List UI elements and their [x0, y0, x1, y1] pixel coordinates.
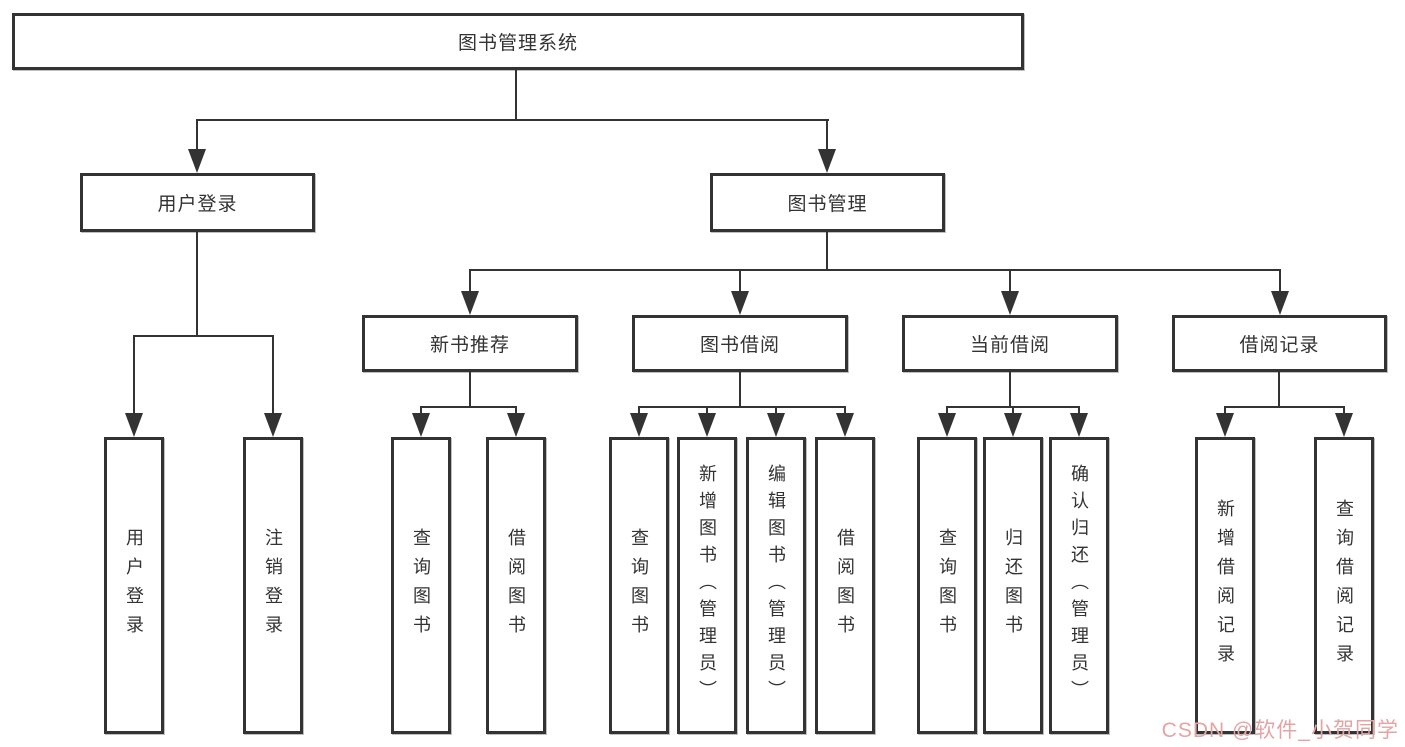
connector-root-rail	[196, 119, 829, 121]
arrow-to-leaf-confirm-return-admin	[1070, 407, 1088, 437]
arrow-to-leaf-query-books-current	[938, 407, 956, 437]
arrow-to-new-book-recommendation	[461, 270, 479, 315]
arrow-to-leaf-query-borrow-record	[1335, 407, 1353, 437]
connector-user-login-stem	[196, 232, 198, 337]
node-new-book-recommendation-label: 新书推荐	[429, 335, 510, 356]
connector-current-borrowing-stem	[1009, 372, 1011, 408]
node-book-borrowing-label: 图书借阅	[699, 335, 780, 356]
node-new-book-recommendation: 新书推荐	[362, 315, 578, 372]
leaf-borrow-books-borrowing: 借阅图书	[815, 437, 875, 734]
leaf-edit-book-admin: 编辑图书（管理员）	[746, 437, 806, 734]
leaf-return-book-label: 归还图书	[1003, 527, 1023, 644]
connector-root-stem	[515, 70, 517, 121]
connector-book-management-stem	[826, 232, 828, 271]
leaf-borrow-books-recommend: 借阅图书	[486, 437, 546, 734]
leaf-borrow-books-recommend-label: 借阅图书	[506, 527, 526, 644]
leaf-query-borrow-record-label: 查询借阅记录	[1334, 498, 1354, 673]
leaf-query-books-current-label: 查询图书	[937, 527, 957, 644]
arrow-to-leaf-edit-book-admin	[767, 407, 785, 437]
node-current-borrowing-label: 当前借阅	[969, 335, 1050, 356]
leaf-query-books-recommend: 查询图书	[391, 437, 451, 734]
leaf-borrow-books-borrowing-label: 借阅图书	[835, 527, 855, 644]
arrow-to-user-login	[188, 120, 206, 173]
node-book-management: 图书管理	[710, 173, 945, 232]
leaf-confirm-return-admin-label: 确认归还（管理员）	[1069, 464, 1089, 707]
arrow-to-leaf-add-book-admin	[698, 407, 716, 437]
connector-book-borrowing-stem	[739, 372, 741, 408]
leaf-user-login: 用户登录	[104, 437, 164, 734]
node-borrowing-records-label: 借阅记录	[1239, 335, 1320, 356]
leaf-add-book-admin-label: 新增图书（管理员）	[697, 464, 717, 707]
arrow-to-book-management	[818, 120, 836, 173]
node-current-borrowing: 当前借阅	[902, 315, 1118, 372]
leaf-logout-label: 注销登录	[263, 527, 283, 644]
node-user-login: 用户登录	[80, 173, 315, 232]
connector-borrowing-records-rail	[1224, 406, 1345, 408]
connector-user-login-rail	[133, 335, 274, 337]
node-library-management-system: 图书管理系统	[12, 13, 1024, 70]
arrow-to-leaf-add-borrow-record	[1216, 407, 1234, 437]
connector-book-management-rail	[469, 269, 1281, 271]
connector-new-book-stem	[469, 372, 471, 408]
leaf-logout: 注销登录	[243, 437, 303, 734]
leaf-add-borrow-record-label: 新增借阅记录	[1215, 498, 1235, 673]
arrow-to-leaf-borrow-books-recommend	[507, 407, 525, 437]
leaf-query-books-borrowing-label: 查询图书	[629, 527, 649, 644]
leaf-query-books-current: 查询图书	[917, 437, 977, 734]
node-book-management-label: 图书管理	[787, 194, 868, 215]
node-user-login-label: 用户登录	[157, 194, 238, 215]
node-library-management-system-label: 图书管理系统	[457, 33, 578, 54]
leaf-return-book: 归还图书	[983, 437, 1043, 734]
arrow-to-leaf-query-books-borrowing	[630, 407, 648, 437]
leaf-query-borrow-record: 查询借阅记录	[1314, 437, 1374, 734]
arrow-to-borrowing-records	[1271, 270, 1289, 315]
connector-borrowing-records-stem	[1278, 372, 1280, 408]
leaf-edit-book-admin-label: 编辑图书（管理员）	[766, 464, 786, 707]
arrow-to-current-borrowing	[1001, 270, 1019, 315]
connector-book-borrowing-rail	[638, 406, 846, 408]
arrow-to-book-borrowing	[731, 270, 749, 315]
arrow-to-leaf-query-books-recommend	[412, 407, 430, 437]
node-book-borrowing: 图书借阅	[632, 315, 848, 372]
leaf-confirm-return-admin: 确认归还（管理员）	[1049, 437, 1109, 734]
leaf-user-login-label: 用户登录	[124, 527, 144, 644]
arrow-to-leaf-logout	[264, 336, 282, 437]
node-borrowing-records: 借阅记录	[1172, 315, 1387, 372]
leaf-add-borrow-record: 新增借阅记录	[1195, 437, 1255, 734]
arrow-to-leaf-return-book	[1004, 407, 1022, 437]
leaf-add-book-admin: 新增图书（管理员）	[677, 437, 737, 734]
leaf-query-books-borrowing: 查询图书	[609, 437, 669, 734]
arrow-to-leaf-user-login	[125, 336, 143, 437]
leaf-query-books-recommend-label: 查询图书	[411, 527, 431, 644]
connector-new-book-rail	[420, 406, 517, 408]
arrow-to-leaf-borrow-books-borrowing	[836, 407, 854, 437]
